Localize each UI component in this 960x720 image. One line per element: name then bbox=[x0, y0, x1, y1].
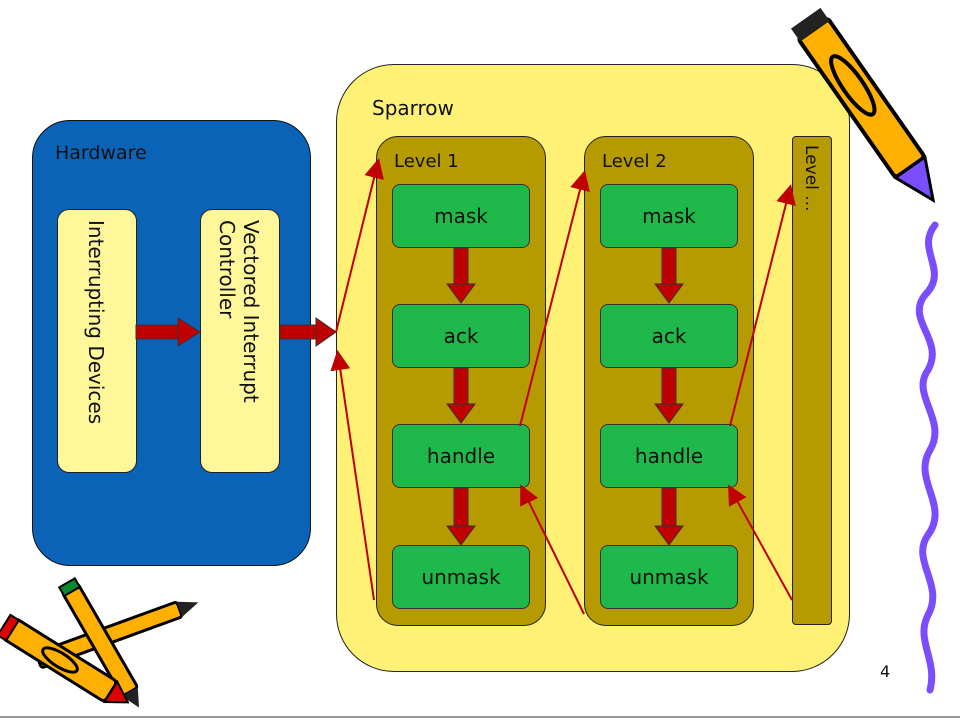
level-more-column: Level ... bbox=[792, 136, 832, 625]
level-2-unmask-step: unmask bbox=[600, 545, 738, 609]
level-2-mask-step: mask bbox=[600, 184, 738, 248]
interrupt-controller-label: Vectored Interrupt Controller bbox=[215, 220, 263, 403]
interrupting-devices-label: Interrupting Devices bbox=[84, 220, 108, 425]
sparrow-title: Sparrow bbox=[372, 96, 454, 120]
level-1-vertical-arrows bbox=[446, 247, 476, 546]
interrupting-devices-box: Interrupting Devices bbox=[57, 209, 137, 473]
level-2-title: Level 2 bbox=[602, 151, 667, 172]
pencil-clipart-top-right bbox=[791, 7, 936, 204]
page-number: 4 bbox=[880, 662, 891, 681]
level-1-unmask-step: unmask bbox=[392, 545, 530, 609]
level-2-handle-step: handle bbox=[600, 424, 738, 488]
level-1-handle-step: handle bbox=[392, 424, 530, 488]
pencils-clipart-bottom-left bbox=[0, 576, 199, 708]
thin-red-arrows bbox=[330, 158, 796, 615]
interrupt-controller-box: Vectored Interrupt Controller bbox=[200, 209, 280, 473]
hardware-title: Hardware bbox=[55, 142, 147, 164]
level-1-ack-step: ack bbox=[392, 304, 530, 368]
level-more-label: Level ... bbox=[801, 145, 821, 212]
purple-squiggle-decoration bbox=[915, 221, 939, 694]
level-1-title: Level 1 bbox=[394, 151, 459, 172]
controller-to-sparrow-arrow bbox=[279, 317, 337, 347]
level-2-vertical-arrows bbox=[654, 247, 684, 546]
devices-to-controller-arrow bbox=[135, 317, 201, 347]
